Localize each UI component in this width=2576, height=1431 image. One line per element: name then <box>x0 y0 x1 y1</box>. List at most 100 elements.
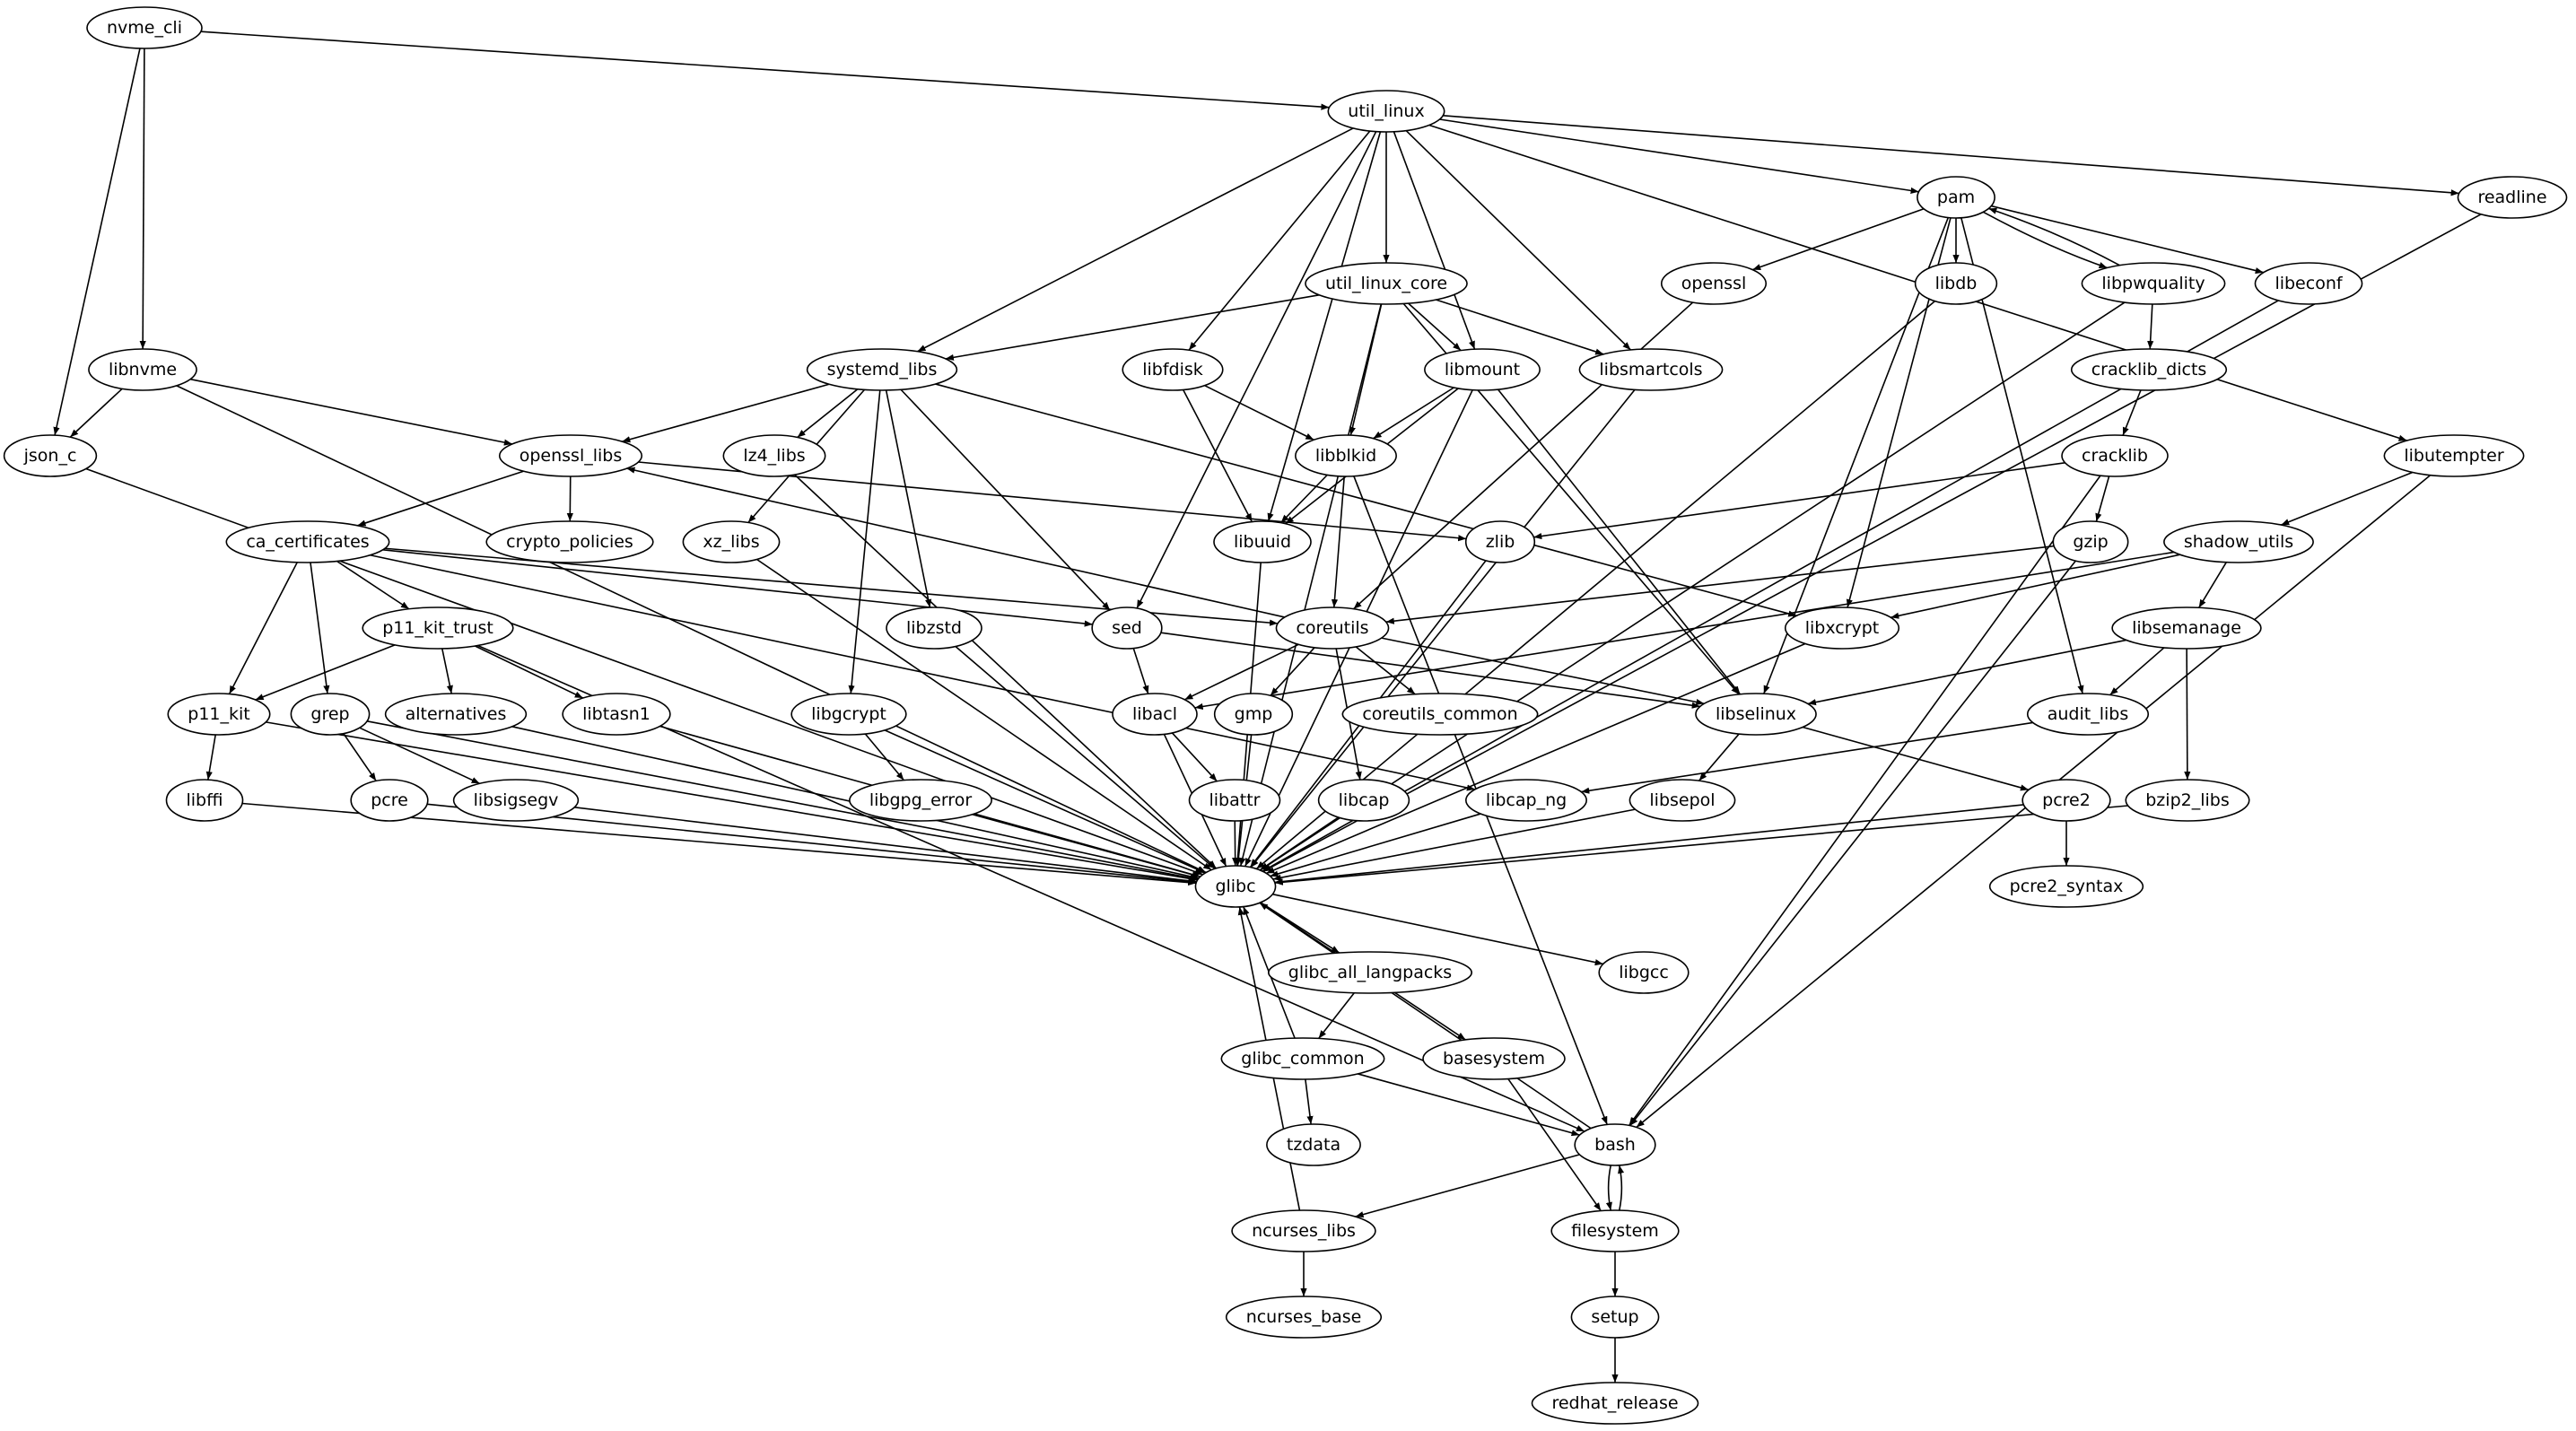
node-util-linux-core[interactable]: util_linux_core <box>1305 262 1468 305</box>
node-shape <box>3 434 98 477</box>
node-libgcrypt[interactable]: libgcrypt <box>790 693 907 736</box>
node-cracklib[interactable]: cracklib <box>2061 434 2169 477</box>
node-pcre2-syntax[interactable]: pcre2_syntax <box>1988 865 2144 908</box>
node-shape <box>790 693 907 736</box>
node-pam[interactable]: pam <box>1917 176 1995 219</box>
node-audit-libs[interactable]: audit_libs <box>2026 693 2150 736</box>
node-zlib[interactable]: zlib <box>1464 520 1536 563</box>
edge-libsmartcols-to-glibc <box>1250 388 1636 868</box>
edge-bash-to-filesystem <box>1605 1165 1612 1211</box>
node-p11-kit[interactable]: p11_kit <box>167 693 271 736</box>
node-label: pcre2 <box>2042 790 2091 810</box>
node-libfdisk[interactable]: libfdisk <box>1122 348 1224 391</box>
node-shadow-utils[interactable]: shadow_utils <box>2163 520 2314 563</box>
edge-libnvme-to-openssl-libs <box>190 378 513 446</box>
node-libgcc[interactable]: libgcc <box>1598 951 1690 994</box>
node-nvme-cli[interactable]: nvme_cli <box>86 6 203 49</box>
node-openssl[interactable]: openssl <box>1660 262 1768 305</box>
node-shape <box>290 693 371 736</box>
node-gzip[interactable]: gzip <box>2052 520 2129 563</box>
node-ca-certificates[interactable]: ca_certificates <box>225 520 390 563</box>
node-json-c[interactable]: json_c <box>3 434 98 477</box>
node-libacl[interactable]: libacl <box>1112 693 1198 736</box>
node-gmp[interactable]: gmp <box>1213 693 1294 736</box>
node-glibc-common[interactable]: glibc_common <box>1220 1037 1385 1080</box>
node-label: bzip2_libs <box>2145 790 2229 810</box>
node-libffi[interactable]: libffi <box>165 779 244 822</box>
node-libsepol[interactable]: libsepol <box>1629 779 1736 822</box>
node-label: libzstd <box>906 618 962 638</box>
node-libzstd[interactable]: libzstd <box>886 606 982 650</box>
edge-util-linux-core-to-systemd-libs <box>945 293 1320 361</box>
node-util-linux[interactable]: util_linux <box>1327 90 1445 133</box>
node-p11-kit-trust[interactable]: p11_kit_trust <box>362 606 514 650</box>
node-alternatives[interactable]: alternatives <box>384 693 528 736</box>
node-libblkid[interactable]: libblkid <box>1295 434 1397 477</box>
node-shape <box>2026 693 2150 736</box>
node-shape <box>225 520 390 563</box>
node-libcap[interactable]: libcap <box>1317 779 1410 822</box>
node-label: libattr <box>1209 790 1261 810</box>
edge-libpwquality-to-pam <box>1988 207 2120 266</box>
node-libdb[interactable]: libdb <box>1914 262 1998 305</box>
node-coreutils[interactable]: coreutils <box>1275 606 1390 650</box>
node-libuuid[interactable]: libuuid <box>1213 520 1312 563</box>
node-sed[interactable]: sed <box>1091 606 1163 650</box>
node-libpwquality[interactable]: libpwquality <box>2081 262 2226 305</box>
node-readline[interactable]: readline <box>2457 176 2568 219</box>
node-libutempter[interactable]: libutempter <box>2383 434 2525 477</box>
node-filesystem[interactable]: filesystem <box>1550 1209 1680 1252</box>
node-shape <box>1295 434 1397 477</box>
node-grep[interactable]: grep <box>290 693 371 736</box>
node-ncurses-base[interactable]: ncurses_base <box>1225 1296 1383 1339</box>
node-crypto-policies[interactable]: crypto_policies <box>485 520 654 563</box>
node-systemd-libs[interactable]: systemd_libs <box>806 348 958 391</box>
node-libselinux[interactable]: libselinux <box>1695 693 1817 736</box>
node-setup[interactable]: setup <box>1570 1296 1660 1339</box>
node-ncurses-libs[interactable]: ncurses_libs <box>1231 1209 1376 1252</box>
node-shape <box>1112 693 1198 736</box>
node-libcap-ng[interactable]: libcap_ng <box>1465 779 1587 822</box>
node-shape <box>1629 779 1736 822</box>
edge-cracklib-dicts-to-cracklib <box>2122 389 2142 436</box>
node-libgpg-error[interactable]: libgpg_error <box>849 779 992 822</box>
node-label: coreutils <box>1296 618 1368 638</box>
edge-pam-to-libeconf <box>1991 205 2264 275</box>
node-libsigsegv[interactable]: libsigsegv <box>452 779 580 822</box>
node-basesystem[interactable]: basesystem <box>1422 1037 1566 1080</box>
node-cracklib-dicts[interactable]: cracklib_dicts <box>2070 348 2228 391</box>
node-label: bash <box>1594 1135 1636 1155</box>
edge-lz4-libs-to-glibc <box>794 474 1217 869</box>
node-libmount[interactable]: libmount <box>1424 348 1541 391</box>
node-libxcrypt[interactable]: libxcrypt <box>1784 606 1900 650</box>
edge-libgpg-error-to-glibc <box>972 813 1201 878</box>
node-openssl-libs[interactable]: openssl_libs <box>498 434 643 477</box>
node-libattr[interactable]: libattr <box>1188 779 1281 822</box>
node-libsmartcols[interactable]: libsmartcols <box>1578 348 1724 391</box>
node-shape <box>1225 1296 1383 1339</box>
edge-ca-certificates-to-libcap-ng <box>370 554 1476 791</box>
node-lz4-libs[interactable]: lz4_libs <box>722 434 826 477</box>
node-shape <box>1317 779 1410 822</box>
node-xz-libs[interactable]: xz_libs <box>682 520 781 563</box>
node-label: crypto_policies <box>506 532 633 552</box>
node-label: lz4_libs <box>743 446 805 466</box>
node-label: pcre <box>371 790 408 810</box>
node-libeconf[interactable]: libeconf <box>2254 262 2363 305</box>
node-shape <box>2457 176 2568 219</box>
node-tzdata[interactable]: tzdata <box>1266 1123 1361 1166</box>
edge-cracklib-to-zlib <box>1533 461 2065 540</box>
node-bash[interactable]: bash <box>1574 1123 1656 1166</box>
edge-libmount-to-libselinux <box>1497 388 1741 695</box>
node-glibc[interactable]: glibc <box>1194 865 1277 908</box>
node-coreutils-common[interactable]: coreutils_common <box>1341 693 1539 736</box>
node-bzip2-libs[interactable]: bzip2_libs <box>2125 779 2250 822</box>
node-libtasn1[interactable]: libtasn1 <box>562 693 671 736</box>
node-label: p11_kit_trust <box>382 618 493 638</box>
node-redhat-release[interactable]: redhat_release <box>1531 1382 1699 1425</box>
node-pcre[interactable]: pcre <box>350 779 429 822</box>
node-libnvme[interactable]: libnvme <box>88 348 197 391</box>
node-glibc-all-langpacks[interactable]: glibc_all_langpacks <box>1267 951 1473 994</box>
node-libsemanage[interactable]: libsemanage <box>2111 606 2262 650</box>
node-pcre2[interactable]: pcre2 <box>2022 779 2111 822</box>
